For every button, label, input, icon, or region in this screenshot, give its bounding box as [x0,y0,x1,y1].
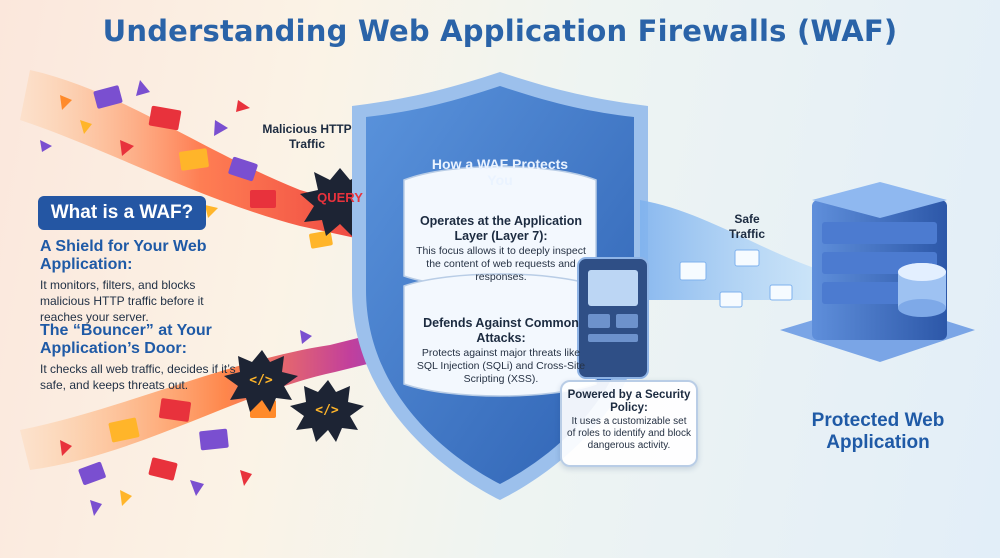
protected-app-label: Protected Web Application [811,410,945,453]
panel-body: Protects against major threats like SQL … [416,347,586,385]
code-icon: </> [315,403,339,418]
safe-traffic-stream [640,200,830,308]
envelope-icon [679,249,793,308]
control-panel-device [577,257,649,392]
confetti-icon [40,80,250,218]
shield-title: How a WAF Protects You [431,156,569,188]
malicious-traffic-stream-lower [20,320,432,516]
envelope-icon [93,85,333,249]
code-icon: </> [249,373,273,388]
sidebar-item-heading: The “Bouncer” at Your Application’s Door… [40,322,212,357]
panel-layer7: Operates at the Application Layer (Layer… [416,214,586,284]
policy-heading: Powered by a Security Policy: [567,389,691,414]
server-icon [780,182,975,362]
what-is-waf-pill: What is a WAF? [38,196,206,230]
confetti-icon [60,330,312,516]
panel-heading: Operates at the Application Layer (Layer… [419,214,583,243]
sidebar-item-bouncer: The “Bouncer” at Your Application’s Door… [40,322,240,393]
malicious-traffic-label: Malicious HTTP Traffic [262,122,352,151]
envelope-icon [78,398,276,485]
policy-body: It uses a customizable set of roles to i… [567,416,691,451]
sidebar-item-body: It monitors, filters, and blocks malicio… [40,278,204,324]
safe-traffic-label: Safe Traffic [728,212,765,241]
security-policy-callout: Powered by a Security Policy: It uses a … [560,380,698,467]
query-label: QUERY [317,190,363,205]
code-starburst [224,350,364,442]
sidebar-item-heading: A Shield for Your Web Application: [40,238,207,273]
sidebar-item-shield: A Shield for Your Web Application: It mo… [40,238,230,325]
panel-attacks: Defends Against Common Attacks: Protects… [416,316,586,386]
panel-body: This focus allows it to deeply inspect t… [416,245,586,283]
sidebar-item-body: It checks all web traffic, decides if it… [40,362,236,392]
panel-heading: Defends Against Common Attacks: [423,316,579,345]
page-title: Understanding Web Application Firewalls … [102,14,898,48]
